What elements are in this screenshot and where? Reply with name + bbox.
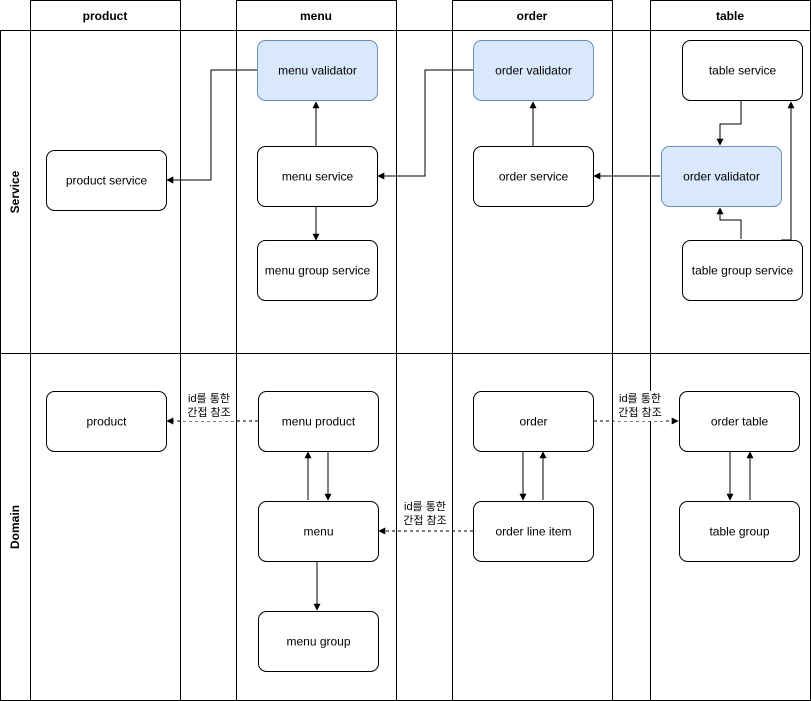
svg-text:id를 통한: id를 통한 [188, 392, 230, 405]
table-group-service-node-label: table group service [692, 264, 794, 278]
lane-label-domain: Domain [8, 505, 22, 549]
menu-group-service-node: menu group service [257, 240, 378, 301]
table-service-node: table service [682, 40, 803, 101]
column-header-menu: menu [300, 9, 332, 23]
menu-group-service-node-label: menu group service [265, 264, 371, 278]
table-group-node-label: table group [709, 525, 769, 539]
table-group-service-node: table group service [682, 240, 803, 301]
column-header-product: product [83, 9, 128, 23]
note-id-ref-2: id를 통한 간접 참조 [399, 499, 451, 529]
table-service-node-label: table service [709, 64, 777, 78]
menu-node-label: menu [303, 525, 333, 539]
order-service-node: order service [473, 146, 594, 207]
product-service-node-label: product service [66, 174, 148, 188]
arrow-order-validator-to-menu-service [377, 69, 473, 180]
order-line-item-node: order line item [473, 501, 594, 562]
product-node-label: product [86, 415, 127, 429]
order-node: order [473, 391, 594, 452]
product-node: product [46, 391, 167, 452]
menu-product-node: menu product [258, 391, 379, 452]
lane-label-service: Service [8, 170, 22, 213]
order-node-label: order [519, 415, 547, 429]
svg-text:간접 참조: 간접 참조 [403, 514, 447, 527]
svg-text:간접 참조: 간접 참조 [187, 406, 231, 419]
order-line-item-node-label: order line item [495, 525, 571, 539]
order-table-node-label: order table [711, 415, 769, 429]
svg-text:id를 통한: id를 통한 [619, 392, 661, 405]
arrow-menu-validator-to-product-service [166, 69, 257, 184]
menu-product-node-label: menu product [282, 415, 356, 429]
arrow-table-service-to-order-validator [716, 100, 742, 146]
product-service-node: product service [46, 150, 167, 211]
arrow-table-group-service-to-table-service [781, 101, 795, 241]
column-header-table: table [716, 9, 744, 23]
menu-node: menu [258, 501, 379, 562]
note-id-ref-1: id를 통한 간접 참조 [183, 391, 235, 421]
note-id-ref-3: id를 통한 간접 참조 [614, 391, 666, 421]
order-service-node-label: order service [499, 170, 569, 184]
table-group-node: table group [679, 501, 800, 562]
order-table-node: order table [679, 391, 800, 452]
menu-validator-node: menu validator [257, 40, 378, 101]
svg-text:id를 통한: id를 통한 [404, 500, 446, 513]
column-header-order: order [517, 9, 548, 23]
svg-text:간접 참조: 간접 참조 [618, 406, 662, 419]
menu-service-node: menu service [257, 146, 378, 207]
menu-group-node: menu group [258, 611, 379, 672]
menu-service-node-label: menu service [282, 170, 354, 184]
menu-validator-node-label: menu validator [278, 64, 357, 78]
table-order-validator-node: order validator [661, 146, 782, 207]
arrow-table-group-service-to-order-validator [716, 207, 742, 239]
table-order-validator-node-label: order validator [683, 170, 760, 184]
menu-group-node-label: menu group [286, 635, 350, 649]
order-validator-node-label: order validator [495, 64, 572, 78]
order-validator-node: order validator [473, 40, 594, 101]
